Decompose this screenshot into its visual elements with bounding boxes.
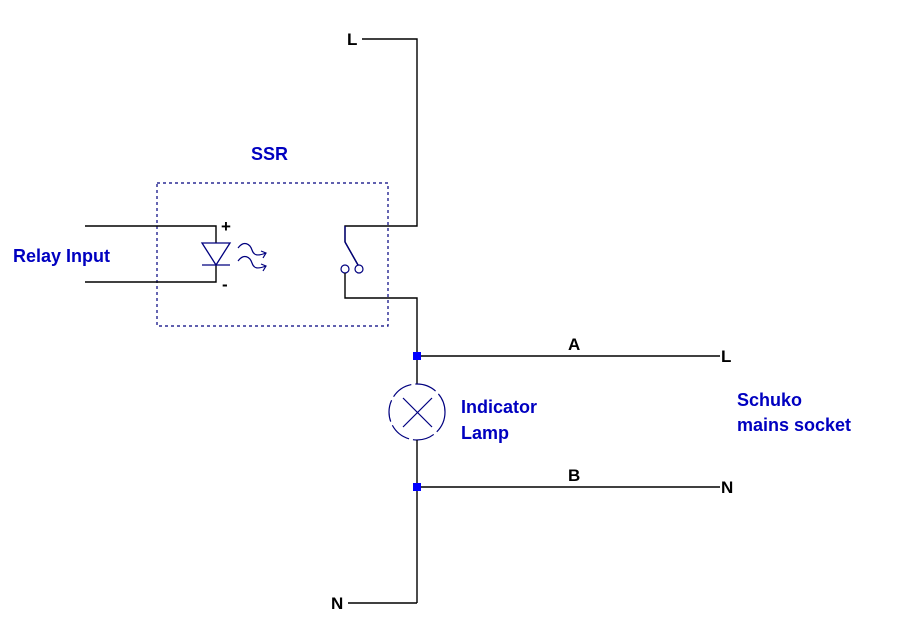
lamp-label-line1: Indicator (461, 397, 537, 417)
supply-l-label: L (347, 30, 357, 49)
supply-n-label: N (331, 594, 343, 613)
wire-a-label: A (568, 335, 580, 354)
socket-l-label: L (721, 347, 731, 366)
wire-b-label: B (568, 466, 580, 485)
minus-label: - (222, 275, 228, 294)
ssr-label: SSR (251, 144, 288, 164)
relay-input-minus-wire (85, 265, 217, 283)
socket-label-line1: Schuko (737, 390, 802, 410)
junction-node-a (413, 352, 421, 360)
supply-l-wire (362, 38, 418, 227)
junction-node-b (413, 483, 421, 491)
indicator-lamp-icon (388, 383, 446, 441)
socket-n-label: N (721, 478, 733, 497)
switch-icon (340, 225, 418, 356)
socket-label-line2: mains socket (737, 415, 851, 435)
relay-input-plus-wire (85, 225, 217, 243)
light-emission-icon (237, 242, 267, 272)
led-icon (200, 242, 232, 267)
plus-label: + (221, 217, 231, 236)
lamp-label-line2: Lamp (461, 423, 509, 443)
relay-input-label: Relay Input (13, 246, 110, 266)
ssr-boundary (156, 182, 389, 327)
